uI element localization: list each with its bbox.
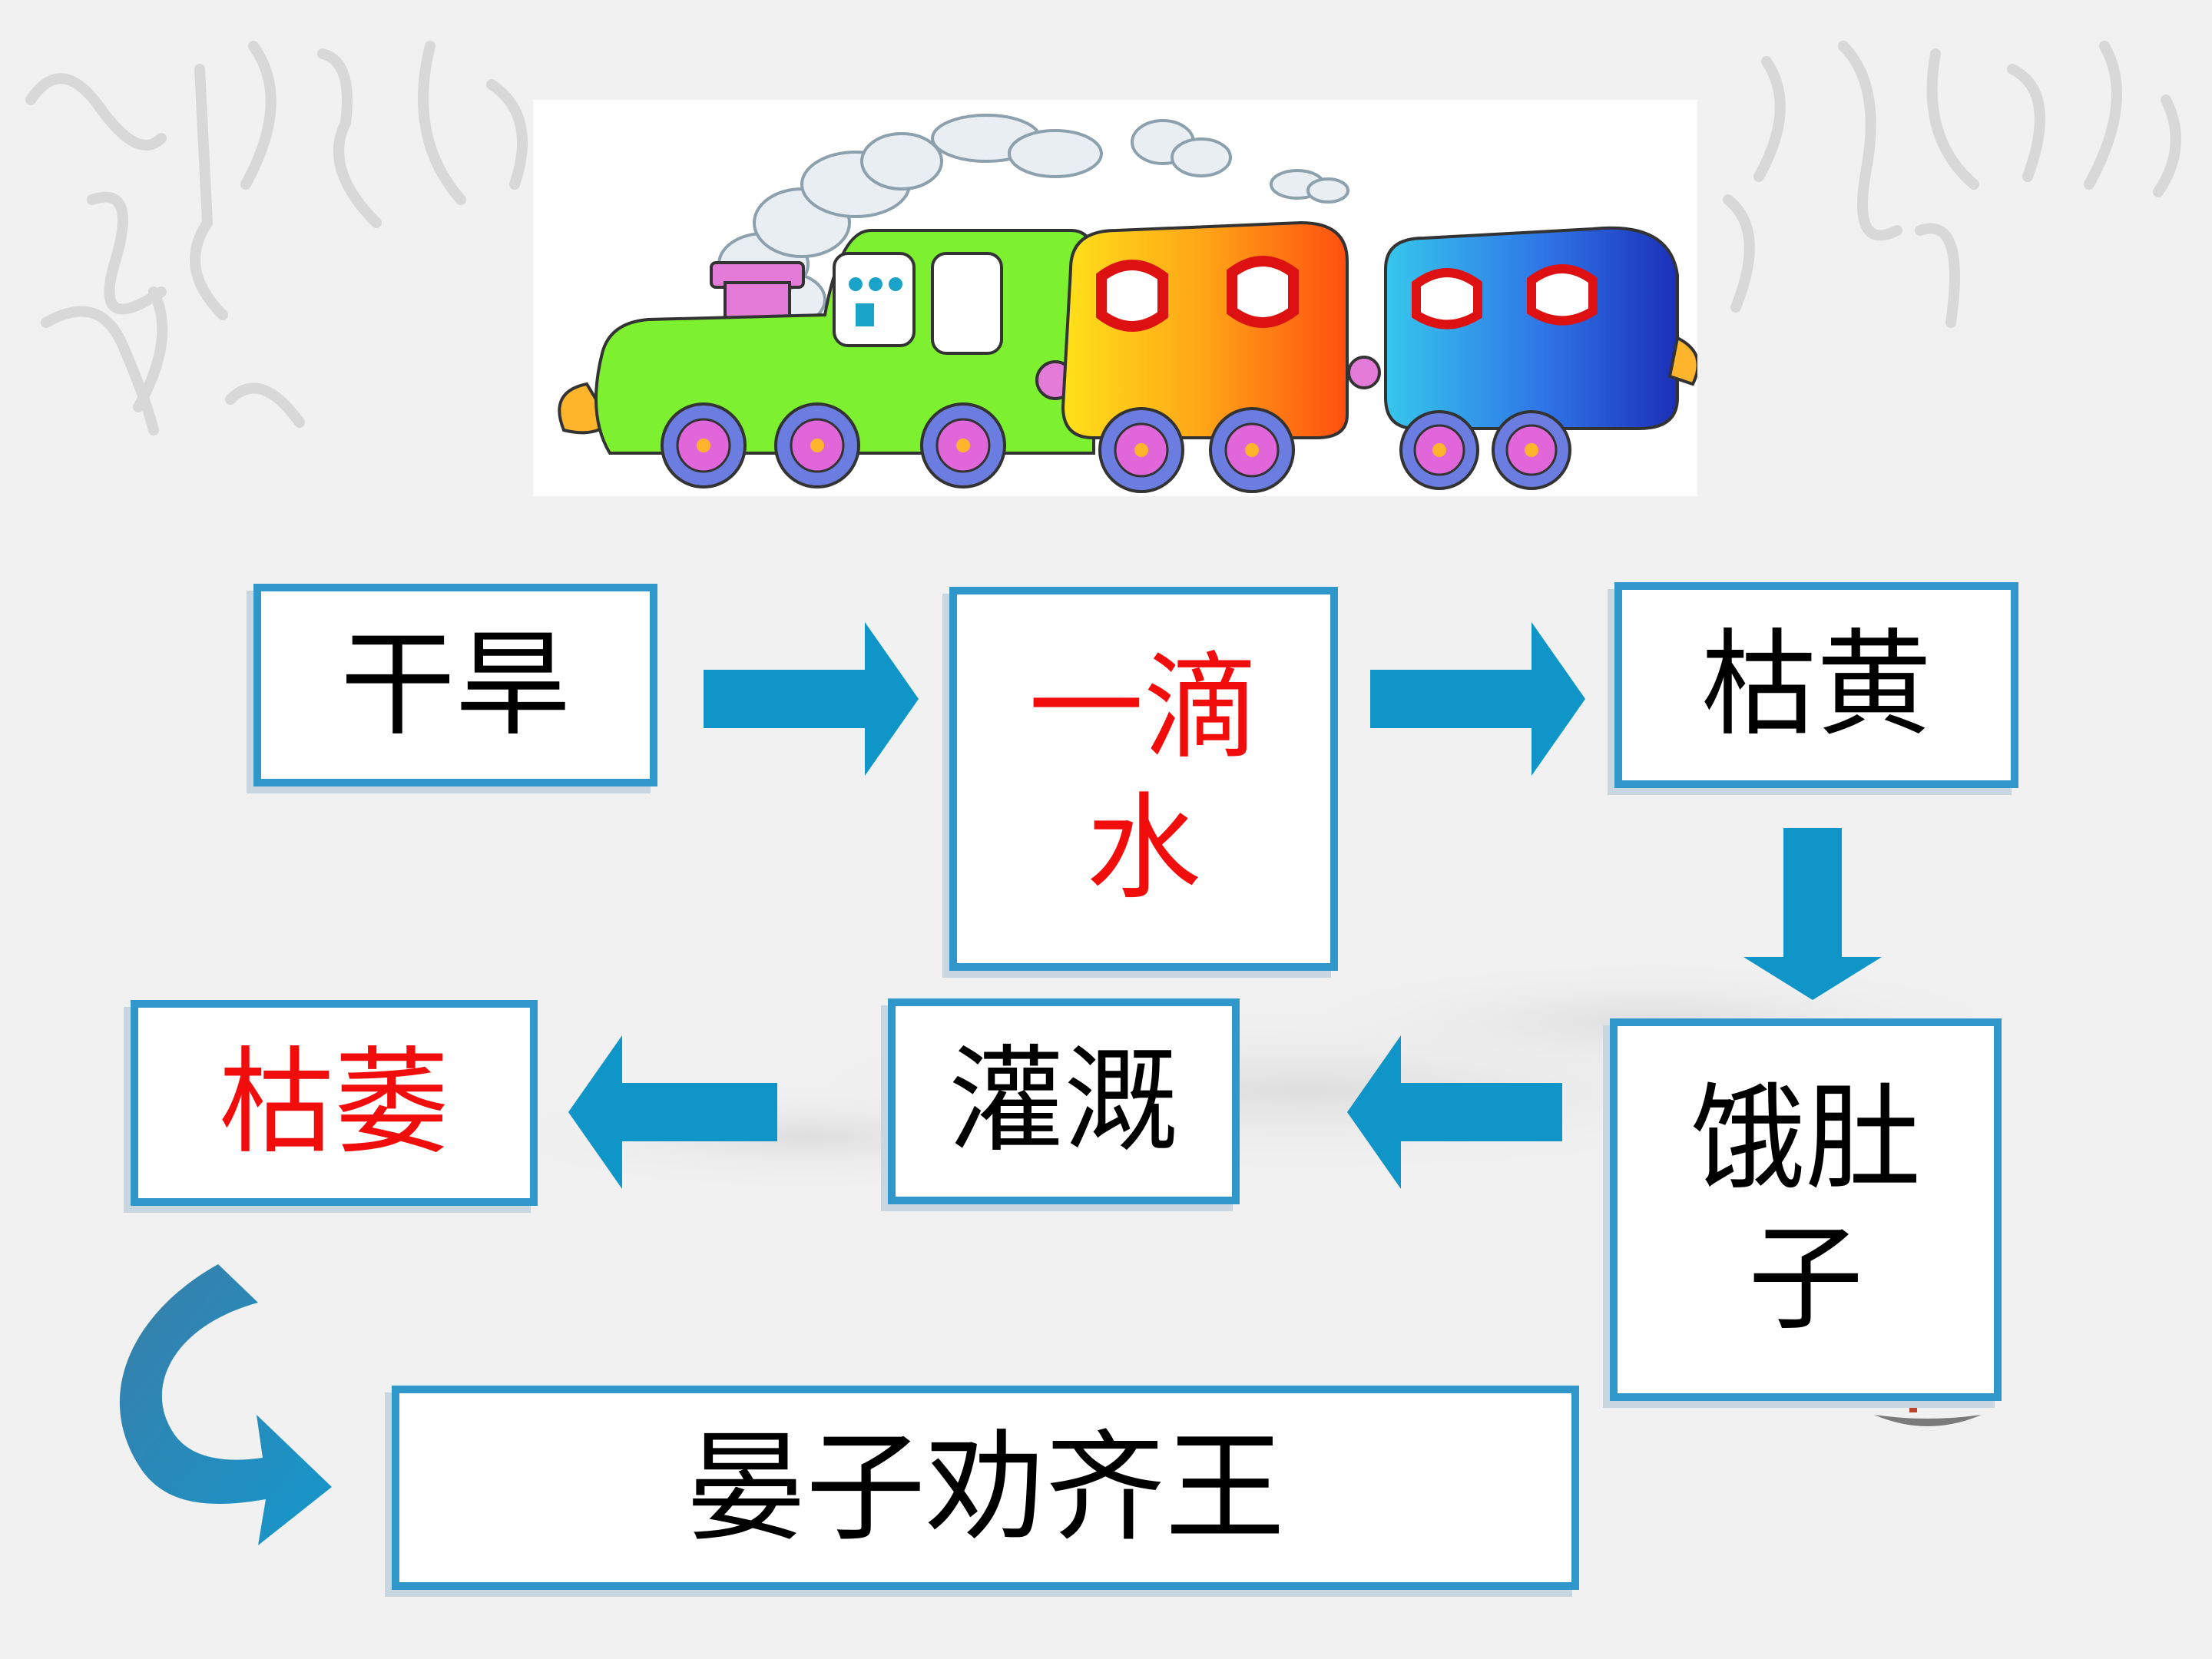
box-hungry-label: 饿肚子: [1690, 1072, 1921, 1346]
box-yanzi-advises-king-qi: 晏子劝齐王: [392, 1386, 1579, 1590]
curved-arrow-icon: [119, 1264, 333, 1545]
train-illustration: [533, 100, 1700, 496]
box-withered-yellow-label: 枯黄: [1700, 618, 1932, 752]
right-arrow-icon: [704, 622, 919, 776]
box-wither: 枯萎: [131, 1000, 538, 1206]
box-irrigation: 灌溉: [888, 998, 1240, 1204]
box-drought-label: 干旱: [339, 618, 571, 752]
box-yanzi-advises-king-qi-label: 晏子劝齐王: [686, 1417, 1285, 1558]
left-arrow-icon: [1347, 1035, 1562, 1189]
box-wither-label: 枯萎: [218, 1035, 449, 1170]
box-a-drop-of-water: 一滴水: [949, 587, 1338, 971]
box-hungry: 饿肚子: [1610, 1018, 2002, 1401]
right-arrow-icon: [1370, 622, 1585, 776]
left-arrow-icon: [568, 1035, 777, 1189]
down-arrow-icon: [1743, 828, 1882, 1000]
box-withered-yellow: 枯黄: [1614, 582, 2018, 788]
box-a-drop-of-water-label: 一滴水: [1028, 641, 1259, 916]
box-irrigation-label: 灌溉: [948, 1034, 1179, 1168]
box-drought: 干旱: [253, 584, 657, 786]
